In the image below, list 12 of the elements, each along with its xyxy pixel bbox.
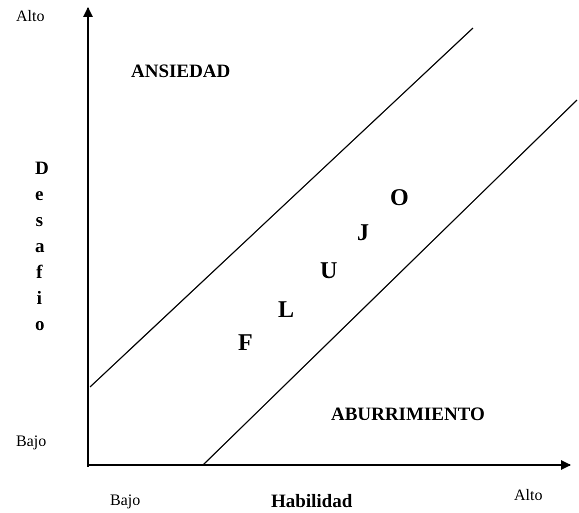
axis-title: Habilidad bbox=[271, 490, 352, 513]
region-letter: U bbox=[320, 257, 338, 286]
axis-tick-label: Alto bbox=[514, 486, 542, 506]
region-label: ABURRIMIENTO bbox=[331, 403, 485, 427]
region-letter: L bbox=[278, 296, 294, 325]
region-letter: O bbox=[390, 184, 409, 213]
region-letter: F bbox=[238, 329, 253, 358]
axis-tick-label: Alto bbox=[16, 7, 44, 27]
region-label: ANSIEDAD bbox=[131, 60, 230, 84]
axis-tick-label: Bajo bbox=[110, 491, 140, 511]
axis-tick-label: Bajo bbox=[16, 432, 46, 452]
region-letter: J bbox=[357, 219, 369, 248]
